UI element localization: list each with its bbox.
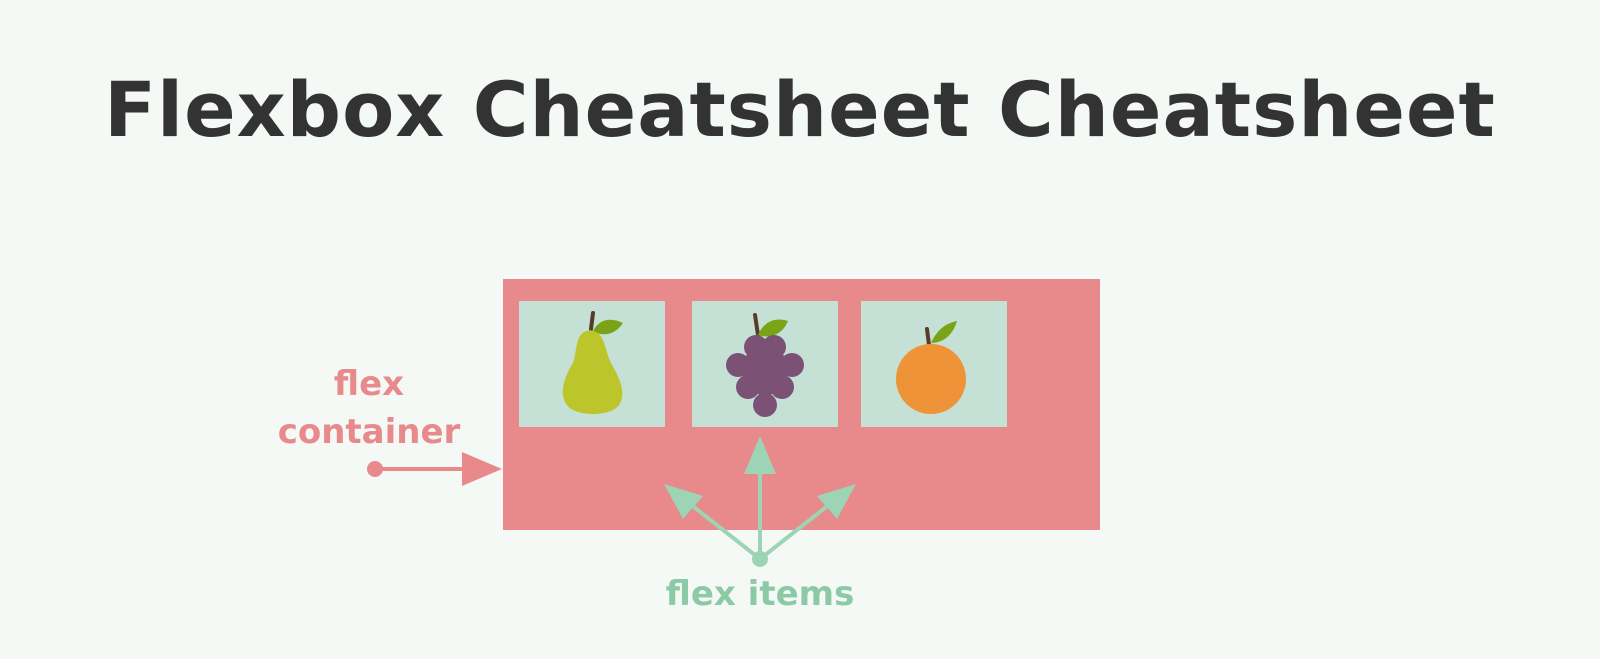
flex-container-label-line1: flex bbox=[333, 364, 405, 404]
page-title: Flexbox Cheatsheet Cheatsheet bbox=[104, 65, 1496, 154]
flex-item-pear bbox=[519, 301, 665, 427]
pear-icon bbox=[562, 311, 623, 414]
flex-container-arrow bbox=[367, 452, 502, 486]
grapes-icon bbox=[726, 313, 804, 417]
flex-item-orange bbox=[861, 301, 1007, 427]
flex-items-arrows bbox=[664, 436, 856, 567]
orange-icon bbox=[896, 321, 966, 414]
flex-item-grapes bbox=[692, 301, 838, 427]
flex-container-label-line2: container bbox=[277, 412, 461, 452]
flex-container-label: flex container bbox=[262, 360, 476, 456]
flex-items-label: flex items bbox=[665, 574, 855, 614]
